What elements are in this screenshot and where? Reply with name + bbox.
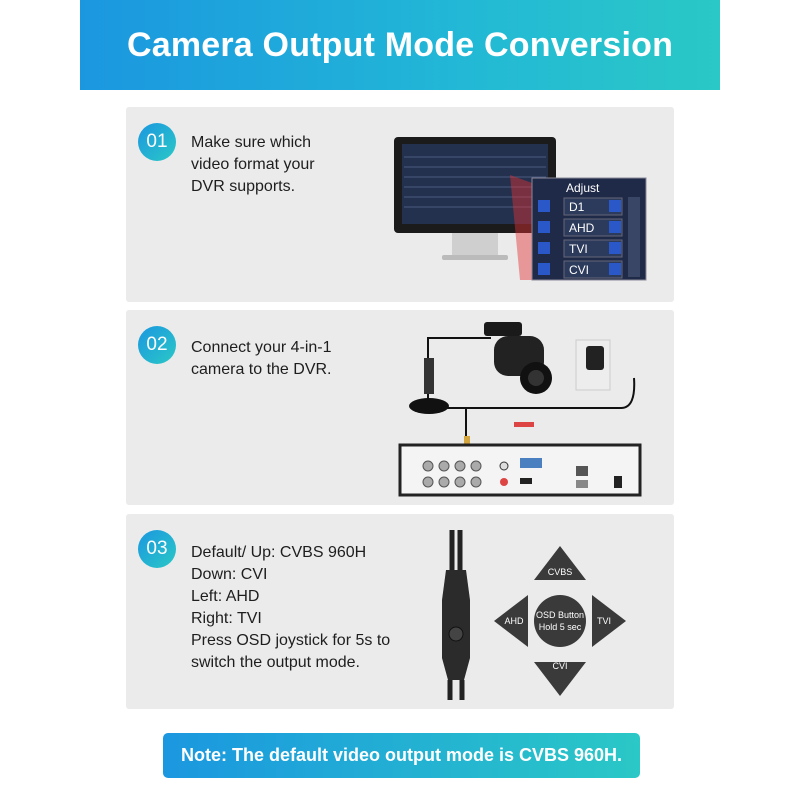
- step-3-line: Down: CVI: [191, 566, 268, 583]
- note-banner: Note: The default video output mode is C…: [163, 733, 640, 778]
- joystick-center-label: OSD Button: [536, 610, 584, 620]
- step-3-line: switch the output mode.: [191, 654, 360, 671]
- adjust-option: D1: [569, 200, 585, 214]
- step-3-badge: 03: [138, 530, 176, 568]
- step-1-line: video format your: [191, 156, 315, 173]
- adjust-option: TVI: [569, 242, 588, 256]
- dvr-monitor-illustration: Adjust D1 AHD TVI CVI: [394, 137, 647, 281]
- page-title: Camera Output Mode Conversion: [126, 25, 674, 64]
- step-1-card: 01 Make sure which video format your DVR…: [126, 107, 674, 302]
- joystick-down-label: CVI: [552, 661, 567, 671]
- step-3-line: Right: TVI: [191, 610, 262, 627]
- adjust-option: CVI: [569, 263, 589, 277]
- osd-joystick-illustration: CVBS CVI AHD TVI OSD Button Hold 5 sec: [442, 530, 626, 700]
- step-3-line: Left: AHD: [191, 588, 260, 605]
- step-2-line: camera to the DVR.: [191, 361, 332, 378]
- adjust-option: AHD: [569, 221, 595, 235]
- adjust-options: D1 AHD TVI CVI: [538, 197, 640, 279]
- step-2-card: 02 Connect your 4-in-1 camera to the DVR…: [126, 310, 674, 505]
- joystick-right-label: TVI: [597, 616, 611, 626]
- step-3-text: Default/ Up: CVBS 960H Down: CVI Left: A…: [191, 542, 390, 674]
- step-1-line: DVR supports.: [191, 178, 296, 195]
- step-3-card: 03 Default/ Up: CVBS 960H Down: CVI Left…: [126, 514, 674, 709]
- step-1-badge: 01: [138, 123, 176, 161]
- step-1-text: Make sure which video format your DVR su…: [191, 132, 315, 198]
- camera-dvr-connection-illustration: [398, 322, 642, 497]
- joystick-up-label: CVBS: [548, 567, 573, 577]
- adjust-header: Adjust: [566, 181, 600, 195]
- title-banner: Camera Output Mode Conversion: [80, 0, 720, 90]
- step-3-line: Default/ Up: CVBS 960H: [191, 544, 367, 561]
- step-3-line: Press OSD joystick for 5s to: [191, 632, 391, 649]
- joystick-left-label: AHD: [504, 616, 524, 626]
- joystick-center-sub-label: Hold 5 sec: [539, 622, 582, 632]
- step-1-line: Make sure which: [191, 134, 312, 151]
- step-2-badge: 02: [138, 326, 176, 364]
- step-2-line: Connect your 4-in-1: [191, 339, 332, 356]
- step-2-text: Connect your 4-in-1 camera to the DVR.: [191, 337, 332, 381]
